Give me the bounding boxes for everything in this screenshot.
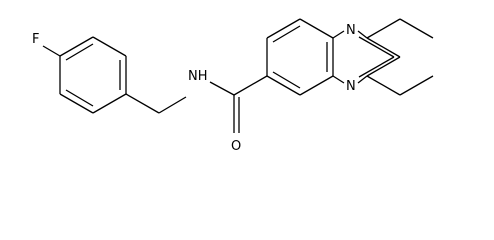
- fluoro-bond: [42, 45, 61, 57]
- chemical-structure-diagram: F NH O N N: [32, 18, 434, 154]
- ethyl-group-top: [366, 18, 434, 39]
- amide-nh-label: NH: [188, 69, 208, 84]
- ring-nitrogen-bottom-label: N: [346, 79, 356, 94]
- fluorophenyl-ring: [59, 36, 127, 114]
- quinoxaline-benzo-ring: [266, 18, 334, 96]
- fluorine-atom-label: F: [32, 32, 39, 47]
- carbonyl-oxygen-label: O: [231, 139, 241, 154]
- ethyl-group-bottom: [366, 75, 434, 96]
- ring-nitrogen-top-label: N: [346, 23, 356, 38]
- benzyl-linker: [125, 93, 187, 114]
- amide-bonds: [209, 75, 268, 133]
- quinoxaline-pyrazine-ring: [332, 30, 401, 84]
